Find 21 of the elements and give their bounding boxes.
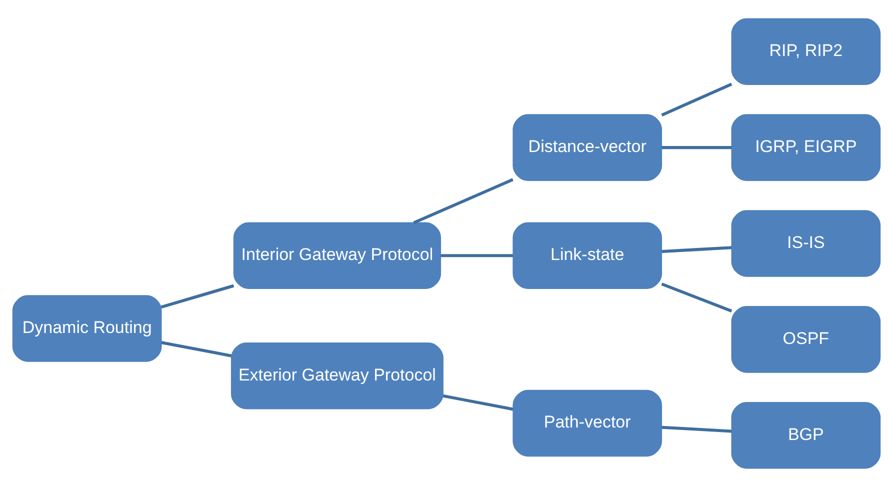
node-box: BGP xyxy=(731,401,881,468)
node-box: IGRP, EIGRP xyxy=(731,114,881,180)
node-box: Exterior Gateway Protocol xyxy=(230,342,444,409)
connector xyxy=(160,340,232,357)
node-box: IS-IS xyxy=(731,210,881,276)
node-box: Interior Gateway Protocol xyxy=(233,222,442,289)
connector xyxy=(413,178,514,224)
connector xyxy=(661,82,732,116)
node-box: Distance-vector xyxy=(512,114,662,180)
connector xyxy=(662,146,732,149)
node-box: Link-state xyxy=(512,222,662,289)
node-box: Path-vector xyxy=(512,389,662,456)
node-box: OSPF xyxy=(731,306,881,372)
connector xyxy=(442,394,514,410)
connector xyxy=(160,284,234,308)
connector xyxy=(440,254,513,257)
node-box: Dynamic Routing xyxy=(12,294,162,362)
node-box: RIP, RIP2 xyxy=(731,18,881,85)
connector xyxy=(661,282,732,312)
connector xyxy=(662,246,732,253)
connector xyxy=(662,425,732,432)
